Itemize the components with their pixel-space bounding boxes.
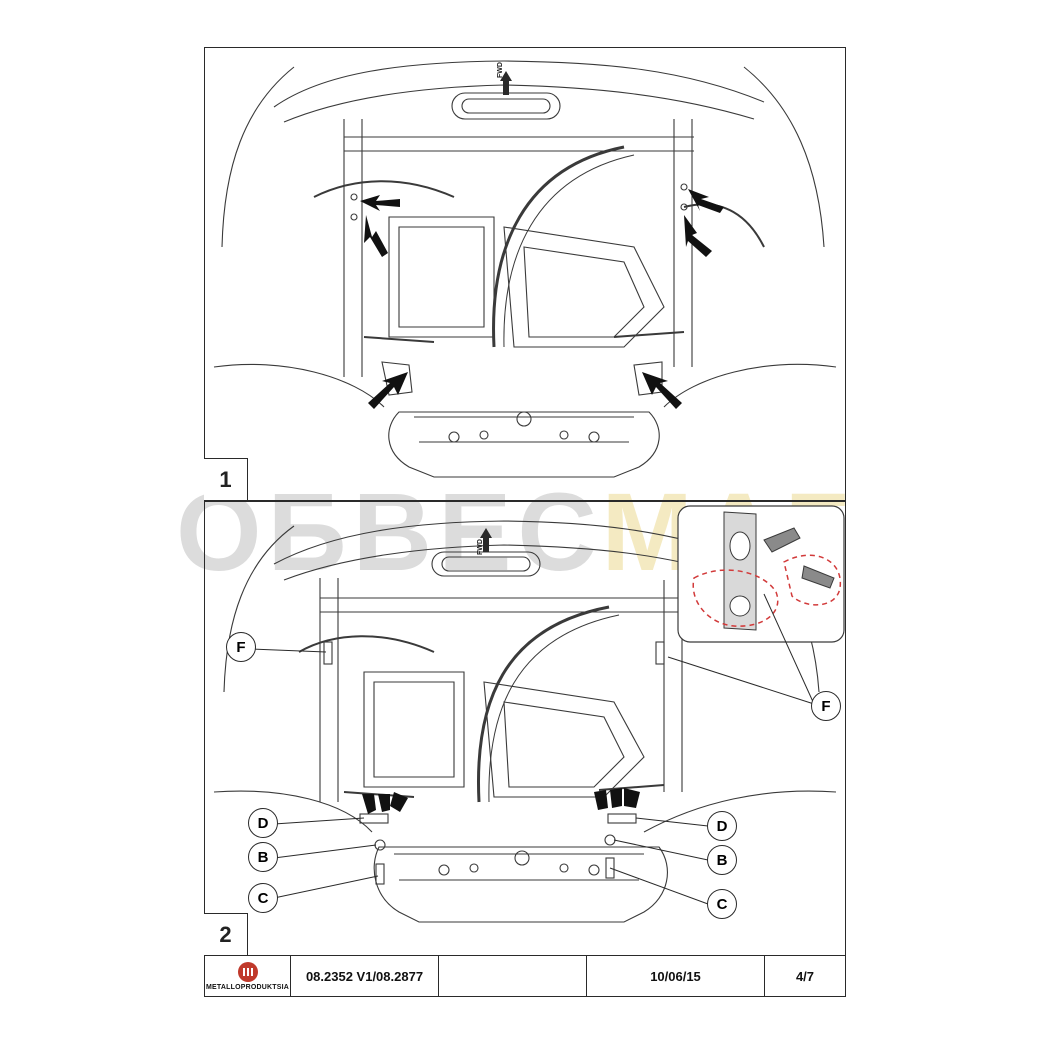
leader-lines <box>251 593 815 905</box>
part-number-cell: 08.2352 V1/08.2877 <box>291 956 439 996</box>
callout-f-left-label: F <box>236 638 246 656</box>
callout-f-left: F <box>226 632 256 662</box>
callout-f-right: F <box>811 691 841 721</box>
callout-d-right-label: D <box>716 817 728 835</box>
callout-b-right: B <box>707 845 737 875</box>
logo-cell: METALLOPRODUKTSIA <box>205 956 291 996</box>
fwd-arrow <box>500 71 512 95</box>
mount-point-arrows <box>360 189 724 409</box>
callout-b-left-label: B <box>257 848 269 866</box>
date-cell: 10/06/15 <box>587 956 765 996</box>
callout-f-right-label: F <box>821 697 831 715</box>
inset-detail <box>677 505 845 643</box>
panel-1-number: 1 <box>204 458 248 500</box>
panel-divider <box>204 500 846 502</box>
callout-b-right-label: B <box>716 851 728 869</box>
fwd-label-2: FWD <box>477 539 484 555</box>
title-block: METALLOPRODUKTSIA 08.2352 V1/08.2877 10/… <box>204 955 846 997</box>
blank-cell <box>439 956 587 996</box>
company-logo-icon <box>237 962 258 982</box>
callout-d-left-label: D <box>257 814 269 832</box>
panel-1-drawing <box>213 60 837 478</box>
callout-c-right-label: C <box>716 895 728 913</box>
callout-b-left: B <box>248 842 278 872</box>
bracket-arrows <box>362 788 640 814</box>
fwd-arrow-2 <box>480 528 492 552</box>
callout-d-right: D <box>707 811 737 841</box>
fwd-label-1: FWD <box>497 62 504 78</box>
callout-d-left: D <box>248 808 278 838</box>
callout-c-left-label: C <box>257 889 269 907</box>
panel-2-drawing <box>213 505 845 923</box>
page-cell: 4/7 <box>795 968 815 984</box>
callout-c-left: C <box>248 883 278 913</box>
callout-c-right: C <box>707 889 737 919</box>
company-logo-text: METALLOPRODUKTSIA <box>206 984 289 991</box>
panel-2-number: 2 <box>204 913 248 955</box>
